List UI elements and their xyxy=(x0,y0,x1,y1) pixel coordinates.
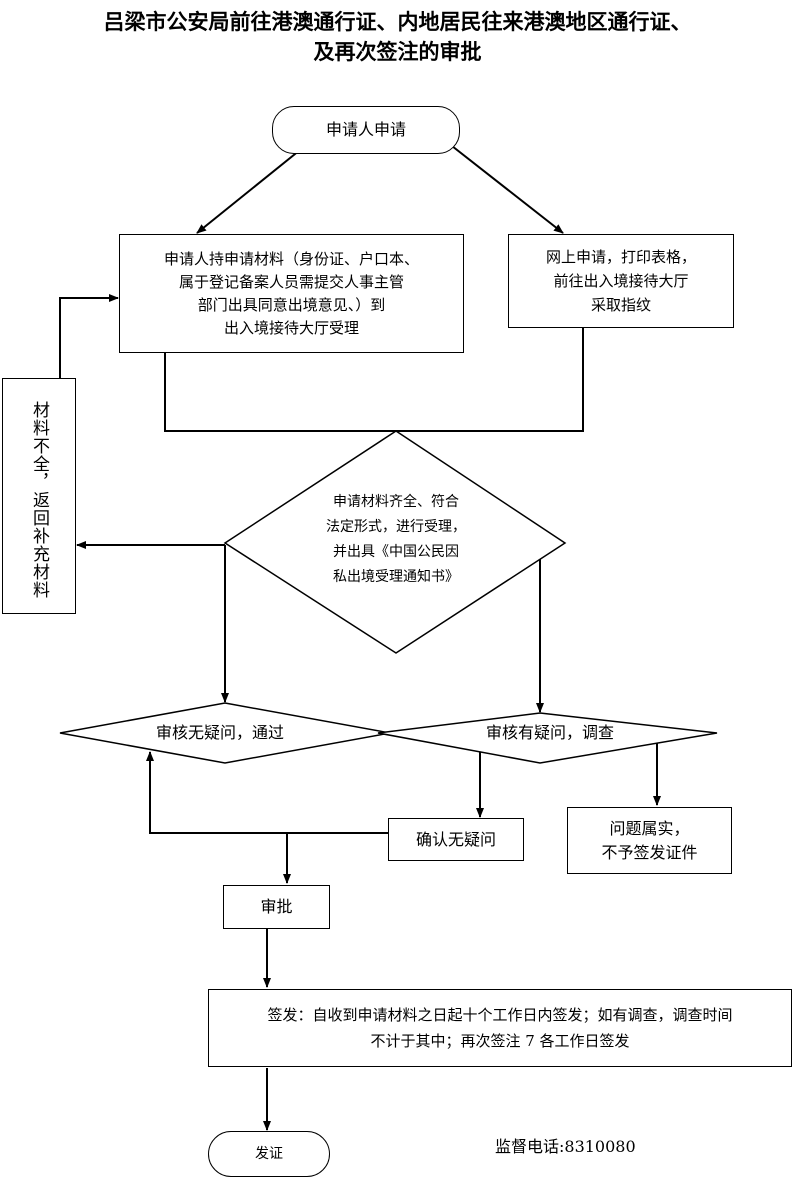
start-node: 申请人申请 xyxy=(272,106,460,154)
decision-accept-diamond xyxy=(223,430,567,654)
page-title-line-1: 吕梁市公安局前往港澳通行证、内地居民往来港澳地区通行证、 xyxy=(103,10,692,34)
review-pass-diamond xyxy=(59,702,391,764)
incomplete-materials-label: 材料不全，返回补充材料 xyxy=(29,401,49,599)
issue-certificate-node: 发证 xyxy=(208,1131,330,1177)
issue-rule-box: 签发：自收到申请材料之日起十个工作日内签发；如有调查，调查时间 不计于其中；再次… xyxy=(208,989,792,1067)
incomplete-materials-box: 材料不全，返回补充材料 xyxy=(2,378,76,614)
review-question-diamond xyxy=(377,712,718,764)
arrow-resubmit xyxy=(59,294,119,378)
problem-confirmed-box: 问题属实， 不予签发证件 xyxy=(567,807,732,874)
approve-box: 审批 xyxy=(223,885,330,929)
arrow-start-to-offline xyxy=(196,149,301,234)
supervision-phone: 监督电话:8310080 xyxy=(495,1137,636,1156)
offline-application-box: 申请人持申请材料（身份证、户口本、 属于登记备案人员需提交人事主管 部门出具同意… xyxy=(119,234,464,353)
review-pass-label: 审核无疑问，通过 xyxy=(155,723,284,742)
merge-line xyxy=(164,327,584,432)
page-title-line-2: 及再次签注的审批 xyxy=(313,40,482,64)
online-application-box: 网上申请，打印表格， 前往出入境接待大厅 采取指纹 xyxy=(508,234,734,328)
arrow-confirm-to-pass xyxy=(146,751,388,834)
arrow-start-to-online xyxy=(451,145,564,234)
review-question-label: 审核有疑问，调查 xyxy=(485,723,614,742)
confirm-no-doubt-box: 确认无疑问 xyxy=(388,818,524,861)
decision-accept-label: 申请材料齐全、符合 法定形式，进行受理， 并出具《中国公民因 私出境受理通知书》 xyxy=(326,494,466,585)
